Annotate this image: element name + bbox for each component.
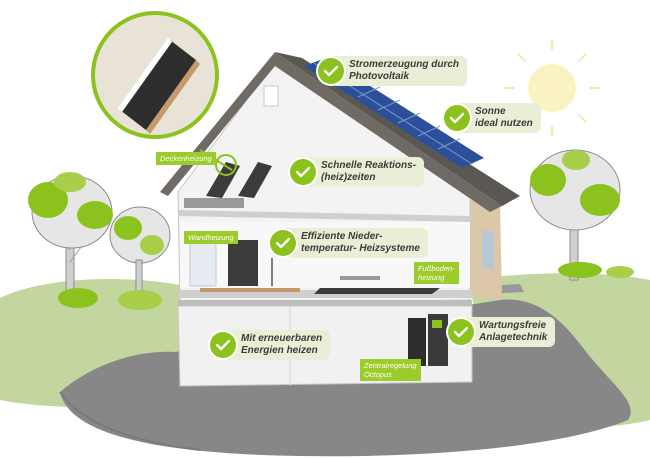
table (340, 276, 380, 280)
callout-text: Schnelle Reaktions- (heiz)zeiten (307, 157, 425, 187)
callout-photovoltaik: Stromerzeugung durch Photovoltaik (318, 56, 468, 86)
tag-fussbodenheizung: Fußboden- heizung (414, 262, 459, 284)
callout-text: Wartungsfreie Anlagetechnik (465, 317, 556, 347)
callout-sonne: Sonne ideal nutzen (444, 103, 541, 133)
check-icon (318, 58, 344, 84)
callout-line: Stromerzeugung durch (349, 59, 460, 70)
callout-line: ideal nutzen (475, 118, 533, 129)
floor-heating-mat (314, 288, 440, 294)
roof-top (275, 52, 520, 206)
wall-heating-panel (228, 240, 258, 286)
check-icon (290, 159, 316, 185)
tree-left (28, 172, 171, 310)
tag-deckenheizung: Deckenheizung (156, 152, 216, 165)
tag-zentralregelung: Zentralregelung Octopus (360, 359, 421, 381)
callout-line: Schnelle Reaktions- (321, 160, 417, 171)
callout-text: Effiziente Nieder- temperatur- Heizsyste… (287, 228, 428, 258)
control-display (432, 320, 442, 328)
callout-line: (heiz)zeiten (321, 172, 376, 183)
roof (160, 52, 502, 212)
callout-erneuerbar: Mit erneuerbaren Energien heizen (210, 330, 331, 360)
floor-attic (178, 210, 472, 222)
callout-line: temperatur- Heizsysteme (301, 243, 420, 254)
callout-wartungsfrei: Wartungsfreie Anlagetechnik (448, 317, 556, 347)
callout-line: Photovoltaik (349, 71, 410, 82)
tree-right (529, 149, 634, 281)
tag-line: Wandheizung (188, 233, 234, 242)
callout-line: Anlagetechnik (479, 332, 548, 343)
callout-reaktionszeit: Schnelle Reaktions- (heiz)zeiten (290, 157, 425, 187)
skylight-right (238, 162, 272, 198)
callout-line: Effiziente Nieder- (301, 231, 383, 242)
check-icon (448, 319, 474, 345)
tag-line: Zentralregelung (364, 361, 417, 370)
tag-line: Deckenheizung (160, 154, 212, 163)
check-icon (444, 105, 470, 131)
callout-text: Stromerzeugung durch Photovoltaik (335, 56, 468, 86)
attic-window (263, 85, 279, 107)
skylight-left (206, 162, 240, 198)
callout-line: Sonne (475, 106, 506, 117)
callout-line: Wartungsfreie (479, 320, 547, 331)
callout-text: Sonne ideal nutzen (461, 103, 541, 133)
callout-line: Energien heizen (241, 345, 318, 356)
sofa (184, 198, 244, 208)
callout-text: Mit erneuerbaren Energien heizen (227, 330, 331, 360)
tag-line: Fußboden- (418, 264, 455, 273)
check-icon (270, 230, 296, 256)
ceiling-heating-zoom (91, 11, 237, 176)
ground-edge (59, 391, 201, 451)
floor-cellar-top (178, 300, 472, 306)
check-icon (210, 332, 236, 358)
tag-line: Octopus (364, 370, 392, 379)
side-window (482, 230, 494, 270)
callout-niedertemperatur: Effiziente Nieder- temperatur- Heizsyste… (270, 228, 428, 258)
heating-unit-1 (408, 318, 426, 366)
callout-line: Mit erneuerbaren (241, 333, 323, 344)
tag-line: heizung (418, 273, 445, 282)
tag-wandheizung: Wandheizung (184, 231, 238, 244)
